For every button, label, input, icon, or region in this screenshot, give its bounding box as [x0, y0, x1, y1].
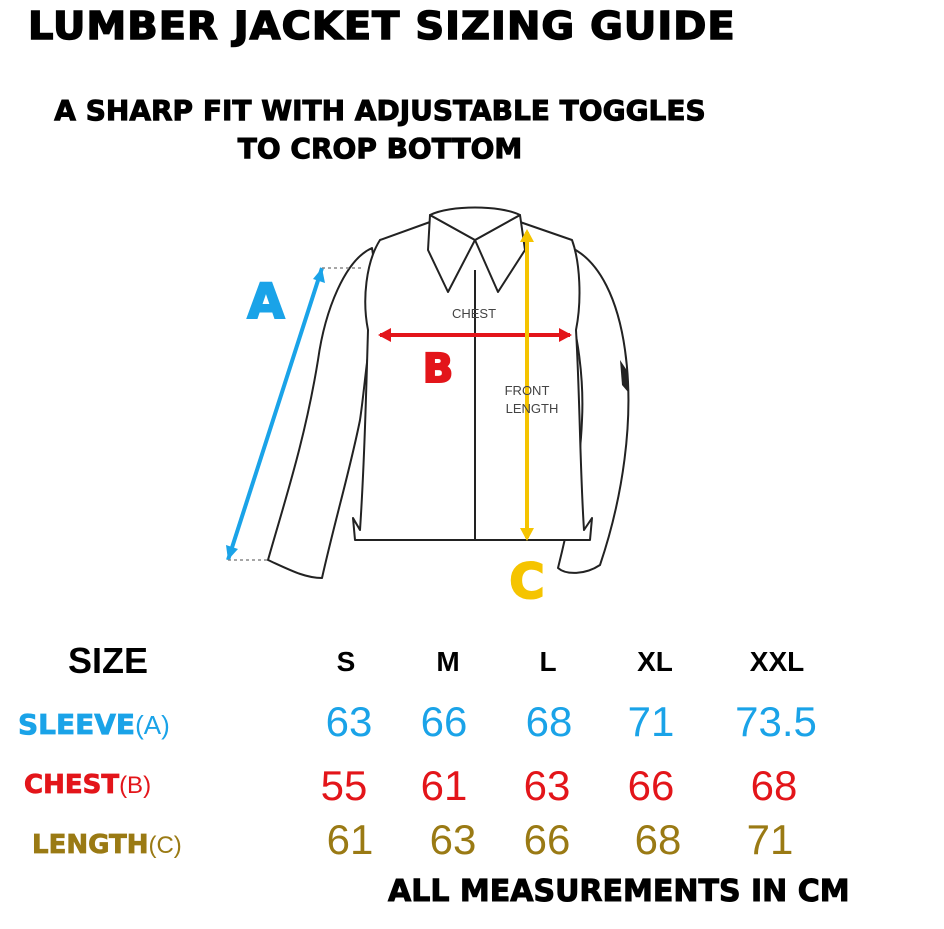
jacket-diagram: CHEST FRONT LENGTH A B C	[226, 206, 630, 610]
sleeve-arrow-bottom	[226, 545, 238, 560]
sleeve-l: 68	[525, 698, 573, 745]
length-xxl: 71	[746, 816, 794, 863]
measurement-units-note: ALL MEASUREMENTS IN CM	[388, 874, 851, 910]
size-col-m: M	[436, 646, 460, 677]
sleeve-arrow-top	[313, 268, 325, 283]
length-s: 61	[326, 816, 374, 863]
row-label-chest-paren: (B)	[119, 772, 152, 799]
length-arrow-top	[520, 229, 534, 242]
row-label-chest: CHEST(B)	[24, 770, 152, 801]
row-label-length-text: LENGTH	[32, 830, 149, 861]
front-length-label-1: FRONT	[505, 383, 550, 398]
row-label-chest-text: CHEST	[24, 770, 120, 801]
length-l: 66	[523, 816, 571, 863]
size-col-xl: XL	[637, 646, 673, 677]
marker-c: C	[509, 554, 544, 610]
size-col-xxl: XXL	[749, 646, 805, 677]
sleeve-measure-line	[226, 267, 324, 561]
sleeve-xl: 71	[627, 698, 675, 745]
marker-b: B	[423, 346, 454, 392]
left-sleeve	[267, 247, 381, 579]
subtitle-line-1: A SHARP FIT WITH ADJUSTABLE TOGGLES	[54, 94, 706, 128]
subtitle-line-2: TO CROP BOTTOM	[237, 132, 523, 166]
row-label-sleeve-text: SLEEVE	[18, 708, 136, 742]
sleeve-m: 66	[420, 698, 468, 745]
row-label-length-paren: (C)	[148, 832, 182, 859]
chest-s: 55	[320, 762, 368, 809]
chest-label: CHEST	[452, 306, 496, 321]
chest-m: 61	[420, 762, 468, 809]
size-col-l: L	[539, 646, 557, 677]
size-header: SIZE	[68, 640, 149, 681]
size-col-s: S	[336, 646, 356, 677]
collar-back	[429, 206, 521, 241]
chest-xxl: 68	[750, 762, 798, 809]
jacket-body	[352, 221, 593, 541]
chest-l: 63	[523, 762, 571, 809]
row-label-sleeve-paren: (A)	[135, 710, 170, 740]
marker-a: A	[247, 274, 284, 330]
chest-xl: 66	[627, 762, 675, 809]
length-m: 63	[429, 816, 477, 863]
length-xl: 68	[634, 816, 682, 863]
length-arrow-bottom	[520, 528, 534, 541]
front-length-label-2: LENGTH	[506, 401, 559, 416]
chest-arrow-left	[378, 328, 391, 342]
row-label-length: LENGTH(C)	[32, 830, 182, 861]
row-label-sleeve: SLEEVE(A)	[18, 708, 170, 742]
chest-arrow-right	[559, 328, 572, 342]
sleeve-detail	[620, 360, 628, 392]
page-title: LUMBER JACKET SIZING GUIDE	[27, 3, 736, 49]
sleeve-xxl: 73.5	[735, 698, 817, 745]
sleeve-s: 63	[325, 698, 373, 745]
